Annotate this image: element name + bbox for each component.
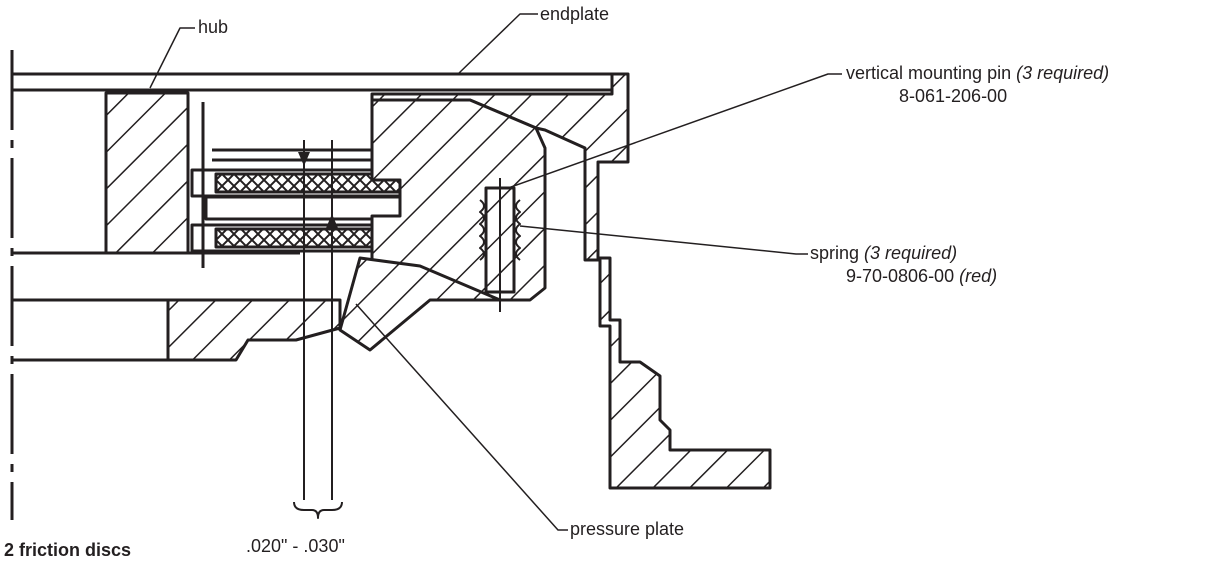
friction-discs-label: 2 friction discs [4, 540, 132, 560]
spring-label: spring (3 required) [810, 243, 958, 263]
pressure-plate-leader [355, 303, 568, 531]
pressure-plate [338, 256, 502, 352]
vertical-mounting-pin-part-number: 8-061-206-00 [899, 86, 1008, 106]
endplate-body [370, 72, 772, 490]
hub-leader [149, 27, 195, 89]
clearance-dimension-label: .020" - .030" [246, 536, 345, 556]
vertical-mounting-pin-label: vertical mounting pin (3 required) [846, 63, 1110, 83]
pressure-plate-label: pressure plate [570, 519, 685, 539]
spring-coils [479, 199, 521, 261]
hub-label: hub [198, 17, 229, 37]
spring-leader [519, 225, 808, 255]
hub-block [104, 91, 190, 255]
endplate-leader [457, 13, 538, 75]
pin-leader [507, 73, 842, 189]
spring-part-number: 9-70-0806-00 (red) [846, 266, 998, 286]
clearance-brace [293, 501, 343, 519]
lower-ring [166, 298, 342, 362]
endplate-label: endplate [540, 4, 610, 24]
